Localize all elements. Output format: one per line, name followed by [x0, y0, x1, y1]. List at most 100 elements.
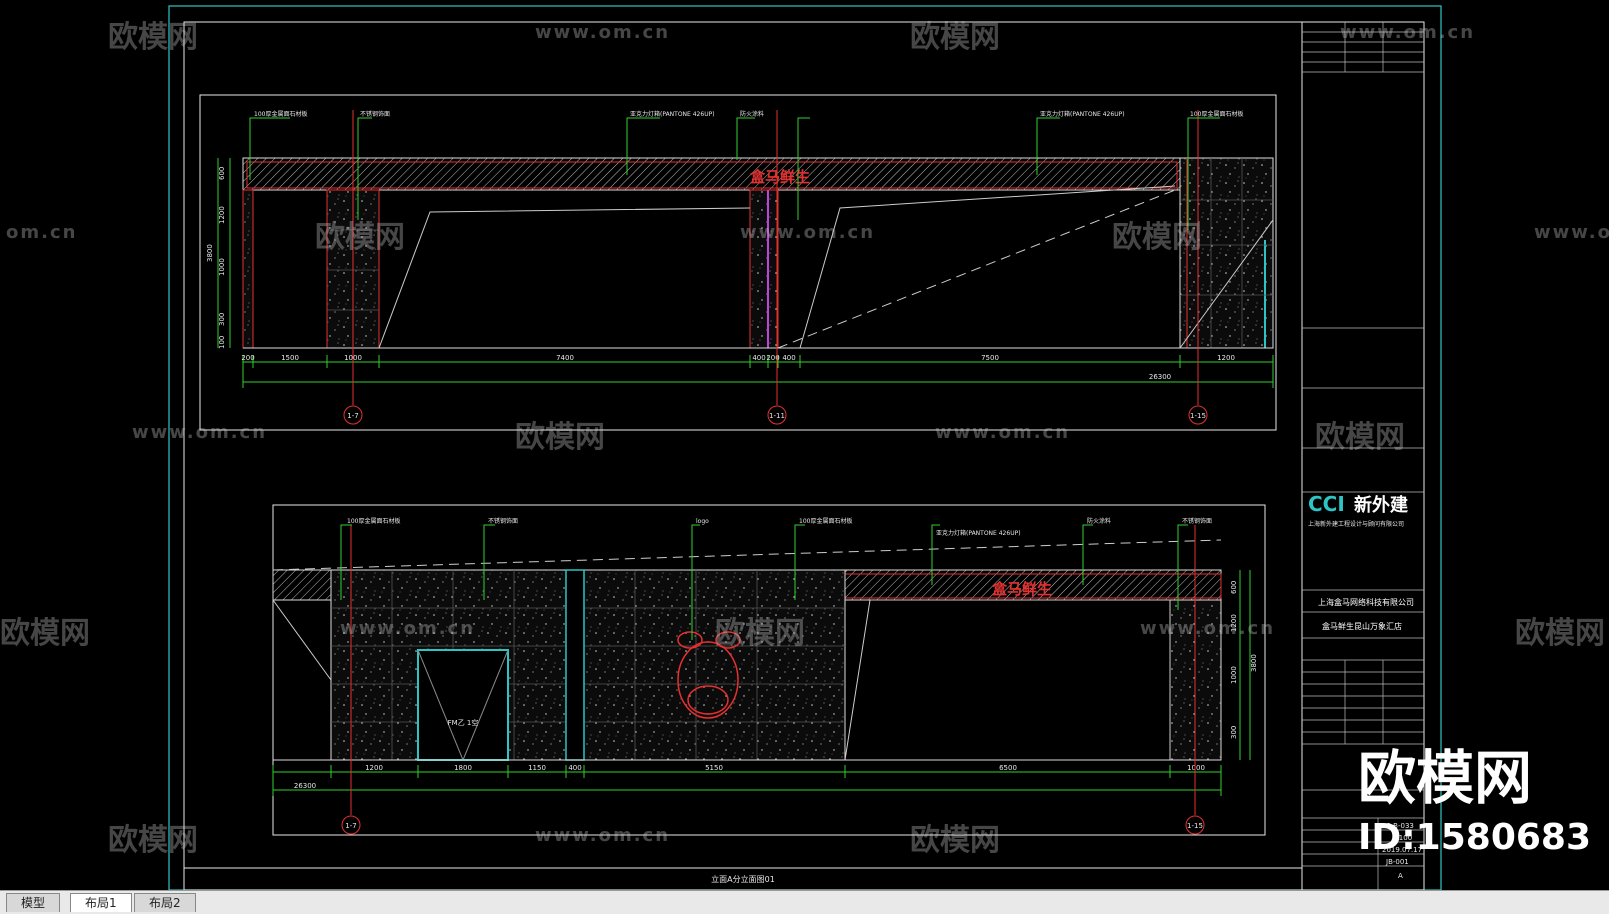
svg-text:100: 100 — [218, 336, 226, 349]
tab-layout1[interactable]: 布局1 — [70, 893, 132, 912]
door-label: FM乙 1空 — [448, 718, 479, 727]
svg-text:不锈钢饰面: 不锈钢饰面 — [360, 110, 390, 118]
svg-text:亚克力灯箱(PANTONE 426UP): 亚克力灯箱(PANTONE 426UP) — [936, 529, 1021, 537]
svg-text:1-15: 1-15 — [1190, 412, 1206, 420]
drawing-title: 立面A分立面图01 — [711, 874, 775, 884]
svg-text:600: 600 — [218, 167, 226, 180]
wall-grid — [331, 570, 845, 760]
pillar-3 — [1179, 157, 1274, 349]
title-block-values: 19-B-033 1:100 2019.07.17 JB-001 A — [1382, 822, 1422, 880]
svg-text:300: 300 — [1230, 726, 1238, 739]
svg-text:600: 600 — [1230, 581, 1238, 594]
client-name: 上海盒马网络科技有限公司 — [1318, 597, 1414, 607]
bottom-axis-labels: 1-7 1-15 — [345, 822, 1203, 830]
pillar-2 — [749, 189, 779, 349]
svg-text:1200: 1200 — [1230, 614, 1238, 632]
bottom-notes: 100厚金属面石材板 不锈钢饰面 logo 100厚金属面石材板 亚克力灯箱(P… — [347, 517, 1212, 537]
svg-text:不锈钢饰面: 不锈钢饰面 — [488, 517, 518, 525]
svg-text:A: A — [1398, 872, 1403, 880]
svg-text:19-B-033: 19-B-033 — [1382, 822, 1414, 830]
svg-text:3800: 3800 — [1250, 654, 1258, 672]
tab-layout2[interactable]: 布局2 — [134, 893, 196, 912]
top-leaders — [249, 117, 1220, 230]
project-name: 盒马鲜生昆山万象汇店 — [1322, 621, 1402, 631]
svg-text:400: 400 — [782, 354, 795, 362]
svg-text:JB-001: JB-001 — [1385, 858, 1409, 866]
svg-text:100厚金属面石材板: 100厚金属面石材板 — [1190, 110, 1243, 118]
svg-text:3800: 3800 — [206, 244, 214, 262]
elevation-bottom-frame — [272, 504, 1266, 836]
top-height-labels: 600 1200 3800 1000 300 100 — [206, 167, 226, 349]
svg-text:1-15: 1-15 — [1187, 822, 1203, 830]
glass-lines — [378, 185, 1274, 349]
svg-text:5150: 5150 — [705, 764, 723, 772]
door-swing — [417, 649, 509, 761]
svg-text:100厚金属面石材板: 100厚金属面石材板 — [799, 517, 852, 525]
svg-text:1200: 1200 — [365, 764, 383, 772]
svg-text:1000: 1000 — [218, 258, 226, 276]
top-fascia-red — [246, 161, 1178, 189]
svg-text:1800: 1800 — [454, 764, 472, 772]
title-block-rows — [1302, 22, 1424, 890]
glass-mullion — [565, 569, 585, 761]
top-axis-bubbles[interactable] — [343, 405, 1208, 425]
svg-text:1200: 1200 — [218, 206, 226, 224]
svg-text:100厚金属面石材板: 100厚金属面石材板 — [347, 517, 400, 525]
svg-text:不锈钢饰面: 不锈钢饰面 — [1182, 517, 1212, 525]
elevation-top[interactable]: 200 1500 1000 7400 400 200 400 7500 1200… — [199, 94, 1277, 431]
cow-logo — [677, 631, 741, 719]
title-block-frame — [1301, 21, 1425, 890]
bottom-dim-ticks — [272, 765, 1222, 796]
tab-model[interactable]: 模型 — [6, 893, 61, 912]
elevation-top-frame — [199, 94, 1277, 431]
bottom-dim-labels: 1200 1800 1150 400 5150 6500 1000 26300 — [294, 764, 1205, 790]
svg-text:1200: 1200 — [1217, 354, 1235, 362]
svg-text:26300: 26300 — [1149, 373, 1171, 381]
svg-text:1000: 1000 — [1187, 764, 1205, 772]
svg-text:100厚金属面石材板: 100厚金属面石材板 — [254, 110, 307, 118]
door[interactable] — [417, 649, 509, 761]
svg-text:亚克力灯箱(PANTONE 426UP): 亚克力灯箱(PANTONE 426UP) — [630, 110, 715, 118]
bottom-leaders — [340, 524, 1188, 640]
top-notes: 100厚金属面石材板 不锈钢饰面 亚克力灯箱(PANTONE 426UP) 防火… — [254, 110, 1243, 118]
pillar-grid — [327, 158, 1273, 348]
svg-text:1-7: 1-7 — [347, 412, 358, 420]
bottom-axis-lines — [350, 525, 1196, 815]
stamp-id: ID:1580683 — [1358, 817, 1592, 858]
svg-text:7400: 7400 — [556, 354, 574, 362]
top-dim-ticks — [242, 355, 1274, 388]
top-axis-lines — [352, 110, 1199, 405]
top-axis-labels: 1-7 1-11 1-15 — [347, 412, 1206, 420]
bottom-axis-bubbles[interactable] — [341, 815, 1205, 835]
left-strip — [242, 189, 254, 349]
svg-text:1-11: 1-11 — [769, 412, 785, 420]
svg-text:1-7: 1-7 — [345, 822, 356, 830]
svg-text:200: 200 — [766, 354, 779, 362]
elevation-bottom[interactable]: FM乙 1空 1200 1800 1150 — [272, 504, 1266, 836]
svg-text:200: 200 — [241, 354, 254, 362]
top-dim-labels: 200 1500 1000 7400 400 200 400 7500 1200… — [241, 354, 1235, 381]
bottom-glass — [272, 539, 1222, 761]
svg-text:7500: 7500 — [981, 354, 999, 362]
svg-text:1:100: 1:100 — [1392, 834, 1412, 842]
svg-text:防火涂料: 防火涂料 — [740, 110, 764, 118]
svg-text:2019.07.17: 2019.07.17 — [1382, 846, 1422, 854]
svg-text:400: 400 — [568, 764, 581, 772]
bottom-brand-sign: 盒马鲜生 — [991, 580, 1052, 598]
sheet-outer-frame — [168, 5, 1442, 890]
svg-text:防火涂料: 防火涂料 — [1087, 517, 1111, 525]
svg-text:logo: logo — [696, 518, 709, 525]
stamp-brand: 欧模网 — [1358, 744, 1533, 812]
title-block[interactable]: CCI 新外建 上海新外建工程设计与顾问有限公司 上海盒马网络科技有限公司 盒马… — [1301, 21, 1425, 890]
svg-text:400: 400 — [752, 354, 765, 362]
company-full: 上海新外建工程设计与顾问有限公司 — [1308, 520, 1404, 528]
company-logo: CCI — [1308, 492, 1345, 516]
svg-text:26300: 26300 — [294, 782, 316, 790]
bottom-height-labels: 600 1200 3800 1000 300 — [1230, 581, 1258, 739]
svg-text:1150: 1150 — [528, 764, 546, 772]
top-brand-sign: 盒马鲜生 — [749, 168, 810, 186]
stone-wall — [330, 569, 846, 761]
cad-canvas[interactable]: 200 1500 1000 7400 400 200 400 7500 1200… — [0, 0, 1609, 890]
layout-tab-bar: 模型 布局1 布局2 — [0, 890, 1609, 914]
svg-text:1000: 1000 — [1230, 666, 1238, 684]
